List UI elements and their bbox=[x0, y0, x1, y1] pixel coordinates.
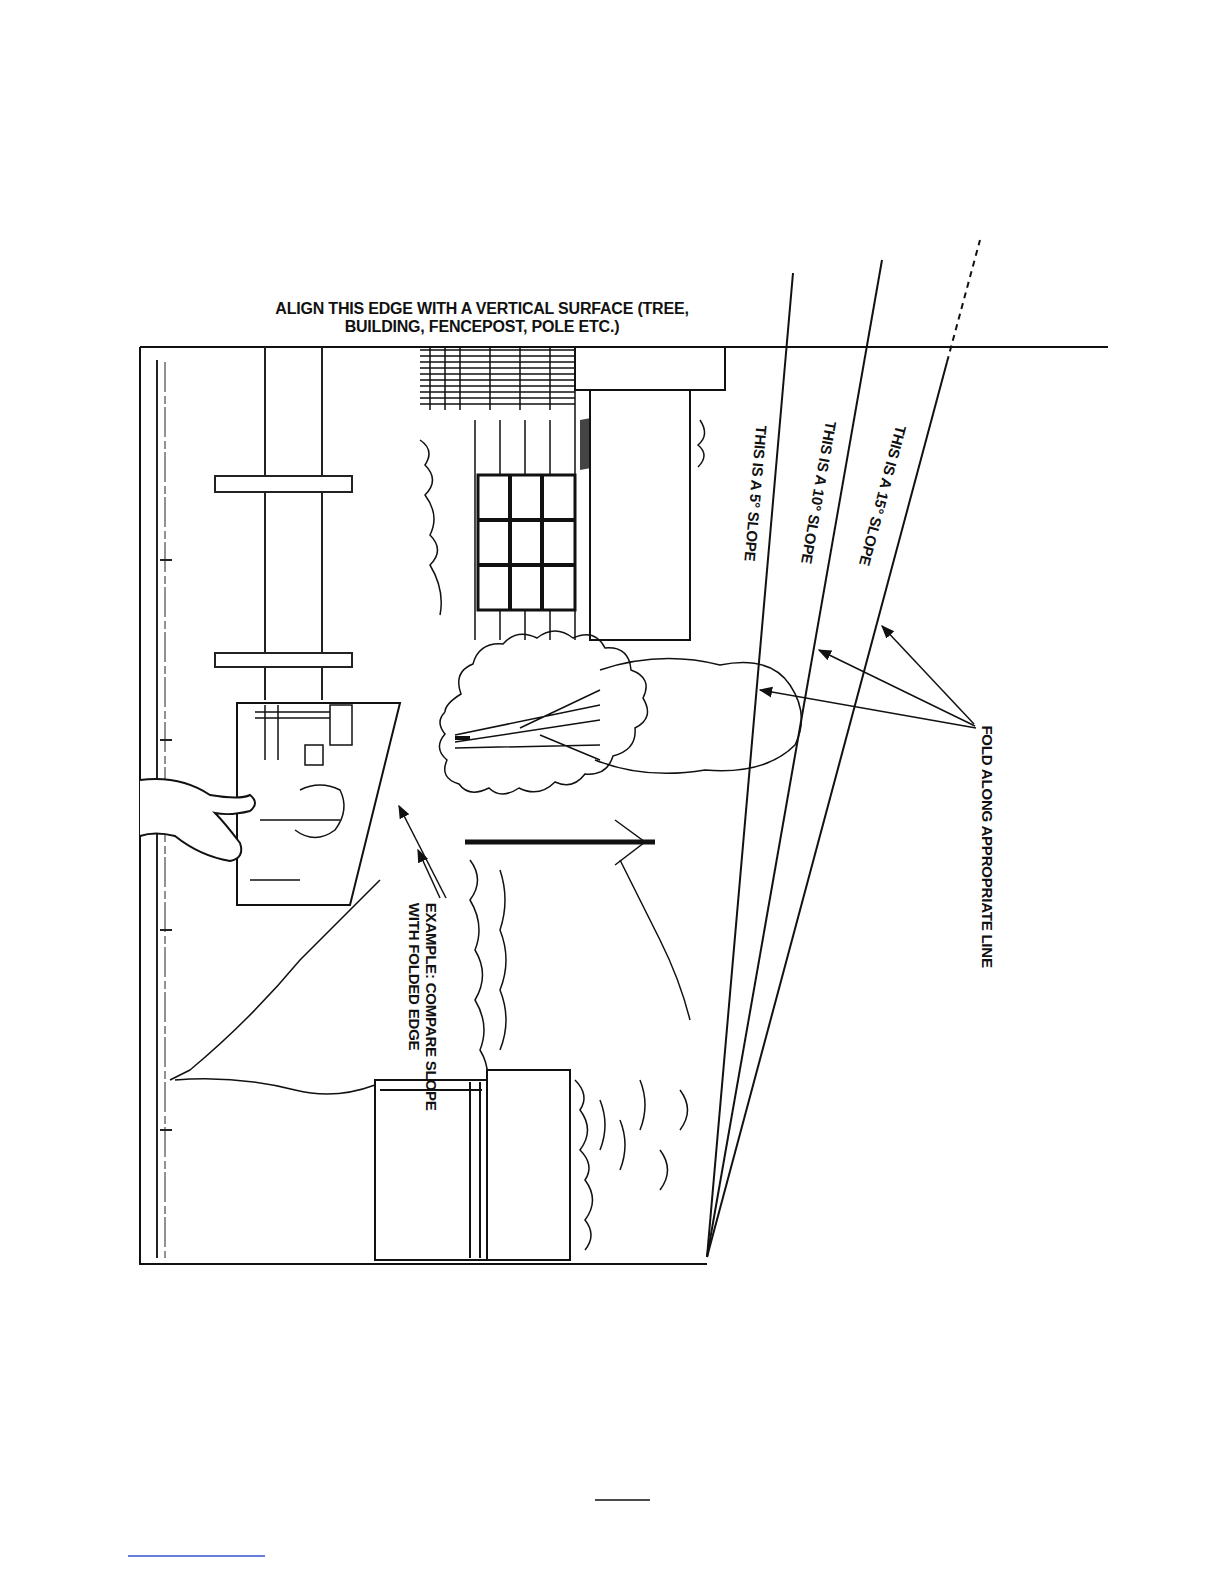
shed bbox=[375, 1070, 570, 1260]
fold-line-10 bbox=[707, 260, 882, 1257]
page-mark bbox=[595, 1499, 650, 1501]
pole bbox=[465, 840, 655, 845]
fold-line-5 bbox=[707, 273, 793, 1257]
fold-line-15 bbox=[707, 362, 947, 1257]
house bbox=[420, 347, 725, 640]
slope-label: THIS IS A 15° SLOPE bbox=[848, 396, 916, 594]
frame-edge bbox=[140, 347, 707, 1264]
pole-brace bbox=[615, 820, 645, 865]
instruction-label: ALIGN THIS EDGE WITH A VERTICAL SURFACE … bbox=[262, 300, 702, 336]
fold-line-15-dashed bbox=[947, 240, 980, 362]
slope-label: THIS IS A 10° SLOPE bbox=[792, 392, 843, 592]
fold-instruction: FOLD ALONG APPROPRIATE LINE bbox=[979, 725, 996, 1045]
page-link-line bbox=[128, 1555, 265, 1557]
example-inset bbox=[140, 703, 400, 905]
tree bbox=[439, 631, 801, 794]
example-label: EXAMPLE: COMPARE SLOPE WITH FOLDED EDGE bbox=[405, 903, 439, 1113]
leader-arrows bbox=[399, 626, 976, 898]
